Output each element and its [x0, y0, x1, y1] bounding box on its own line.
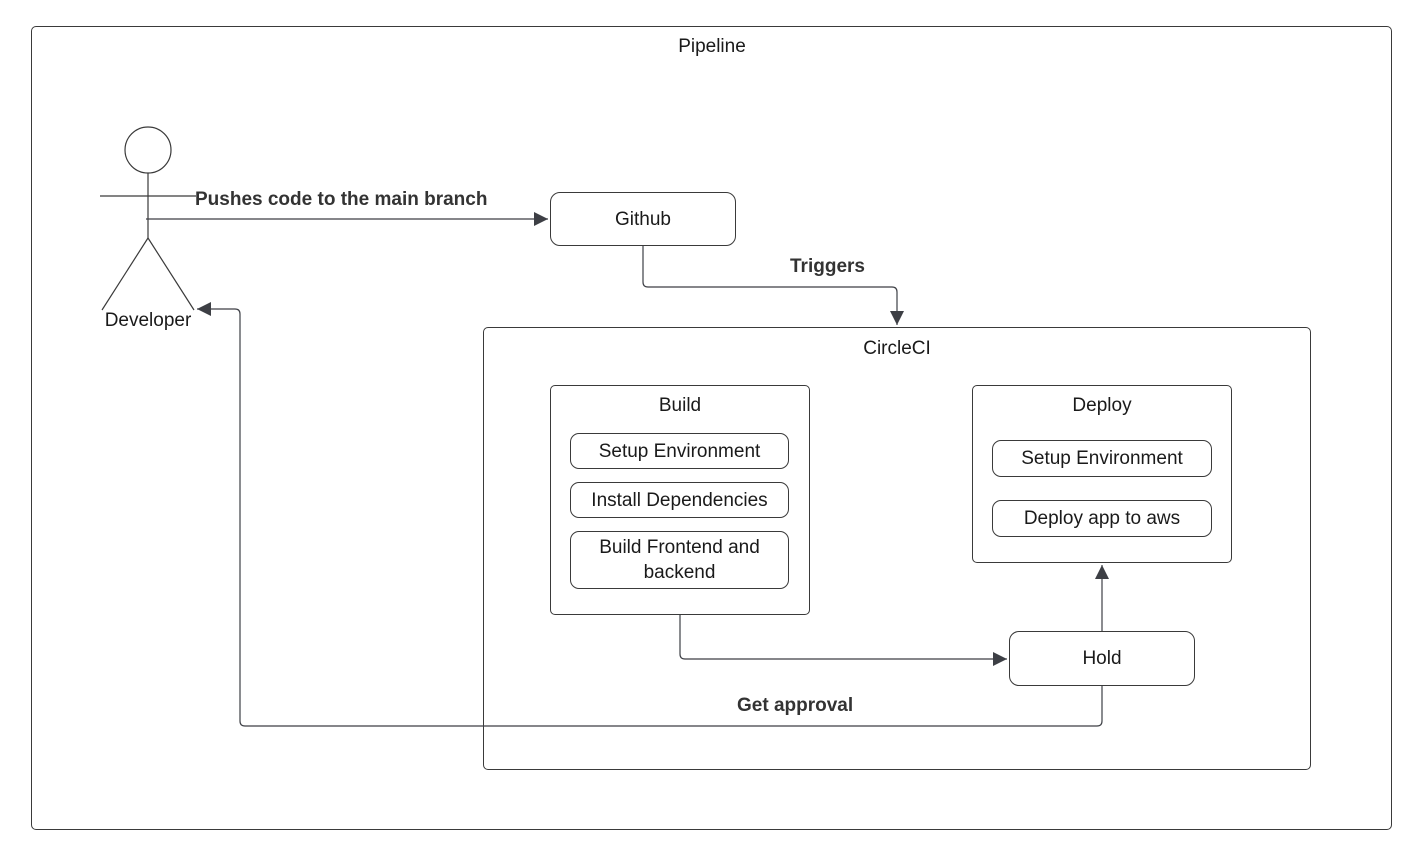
developer-actor-figure	[100, 126, 196, 311]
github-node: Github	[550, 192, 736, 246]
triggers-arrow	[642, 246, 904, 325]
build-title: Build	[658, 395, 702, 416]
deploy-step-setup-environment: Setup Environment	[992, 440, 1212, 477]
build-to-hold-arrow	[679, 615, 1007, 666]
build-step-install-dependencies: Install Dependencies	[570, 482, 789, 518]
build-step-setup-environment: Setup Environment	[570, 433, 789, 469]
pipeline-label: Pipeline	[678, 36, 746, 57]
developer-label: Developer	[104, 310, 192, 331]
approval-edge-label: Get approval	[737, 695, 854, 716]
hold-node: Hold	[1009, 631, 1195, 686]
deploy-title: Deploy	[1072, 395, 1132, 416]
approval-arrow	[197, 302, 1103, 727]
circleci-label: CircleCI	[863, 338, 931, 359]
build-step-build-frontend-backend: Build Frontend and backend	[570, 531, 789, 589]
triggers-edge-label: Triggers	[790, 256, 865, 277]
deploy-step-deploy-app-to-aws: Deploy app to aws	[992, 500, 1212, 537]
push-edge-label: Pushes code to the main branch	[195, 189, 488, 210]
